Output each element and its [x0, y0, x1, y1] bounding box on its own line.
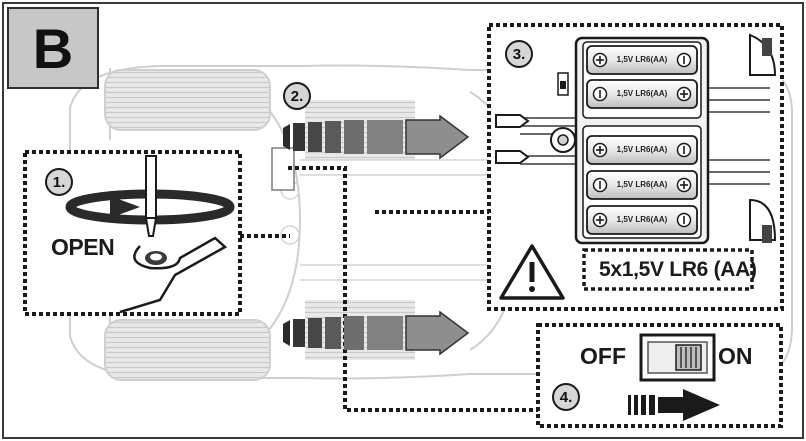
- battery-icon: [586, 135, 698, 165]
- open-label: OPEN: [51, 234, 115, 260]
- slide-arrow-icon: [283, 114, 470, 160]
- warning-triangle-icon: [499, 244, 565, 300]
- battery-cell-label: 1,5V LR6(AA): [616, 89, 668, 98]
- dotted-connectors: [240, 166, 548, 412]
- section-letter: B: [32, 16, 74, 80]
- screw-location: [271, 147, 295, 191]
- push-arrow-icon: [628, 389, 720, 421]
- step-1-badge: 1.: [45, 168, 73, 196]
- power-switch-icon: [639, 333, 716, 382]
- battery-cell-label: 1,5V LR6(AA): [616, 180, 668, 189]
- battery-icon: [586, 205, 698, 235]
- step-3-badge: 3.: [505, 40, 533, 68]
- step-4-badge: 4.: [552, 383, 580, 411]
- battery-cell-label: 1,5V LR6(AA): [616, 145, 668, 154]
- step4-panel: [536, 323, 783, 428]
- battery-cell-label: 1,5V LR6(AA): [616, 55, 668, 64]
- wheels: [104, 69, 415, 381]
- slide-arrow-icon: [283, 310, 470, 356]
- step-2-badge: 2.: [283, 82, 311, 110]
- battery-cell-label: 1,5V LR6(AA): [616, 215, 668, 224]
- switch-off-label: OFF: [580, 343, 626, 369]
- section-badge: [7, 7, 99, 89]
- battery-count-box: [582, 248, 754, 291]
- battery-icon: [586, 170, 698, 200]
- switch-on-label: ON: [718, 343, 753, 369]
- battery-cells: [586, 45, 698, 235]
- battery-count-label: 5x1,5V LR6 (AA): [599, 258, 757, 281]
- step3-panel: [487, 23, 784, 311]
- battery-icon: [586, 79, 698, 109]
- battery-icon: [586, 45, 698, 75]
- screwdriver-icon: [144, 155, 158, 237]
